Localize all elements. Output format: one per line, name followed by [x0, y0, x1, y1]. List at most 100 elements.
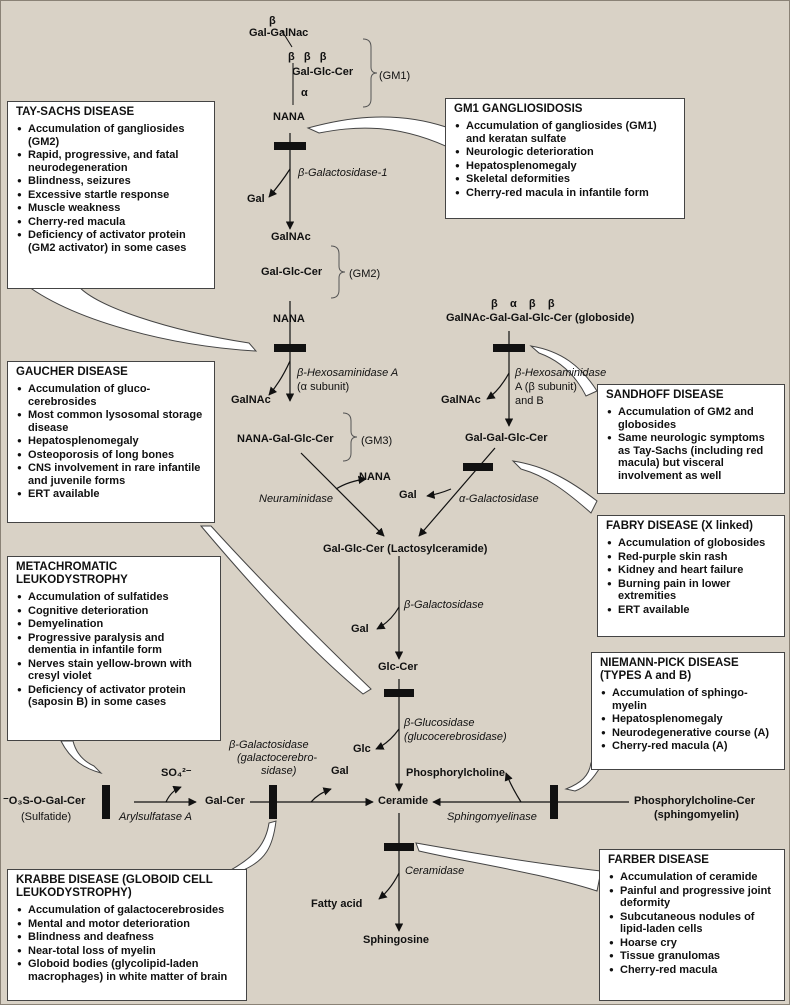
gal-gal-glc-cer: Gal-Gal-Glc-Cer	[465, 432, 548, 444]
farber-title: FARBER DISEASE	[608, 854, 709, 866]
farber-item: Tissue granulomas	[609, 950, 778, 963]
sandhoff-item: Accumulation of GM2 and globosides	[607, 406, 778, 431]
enzyme-hexosaminidase-ab-2: A (β subunit)	[515, 381, 577, 393]
gaucher-item: Hepatosplenomegaly	[17, 435, 208, 448]
callout-pointers	[19, 116, 602, 892]
sphingosine: Sphingosine	[363, 934, 429, 946]
globoside: GalNAc-Gal-Gal-Glc-Cer (globoside)	[446, 312, 635, 324]
phosphorylcholine: Phosphorylcholine	[406, 767, 506, 779]
gm1-betas: β β β	[288, 51, 327, 63]
enzyme-hexosaminidase-ab-3: and B	[515, 395, 544, 407]
gaucher-callout-pointer	[199, 525, 372, 695]
mld-item: Demyelination	[17, 618, 214, 631]
block-bar-farber	[384, 843, 414, 851]
fabry-item: ERT available	[607, 604, 778, 617]
farber-item: Hoarse cry	[609, 937, 778, 950]
gm2-bracket	[330, 245, 346, 299]
block-bar-sandhoff	[493, 344, 525, 352]
enzyme-galactocerebrosidase-1: β-Galactosidase	[229, 739, 309, 751]
gaucher-title: GAUCHER DISEASE	[16, 366, 128, 378]
nana-1: NANA	[273, 111, 305, 123]
niemann-item: Hepatosplenomegaly	[601, 713, 778, 726]
gal-cer: Gal-Cer	[205, 795, 245, 807]
gal-1: Gal	[247, 193, 265, 205]
nana-2: NANA	[273, 313, 305, 325]
enzyme-b-galactosidase-2: β-Galactosidase	[404, 599, 484, 611]
box-gaucher: GAUCHER DISEASE Accumulation of gluco-ce…	[7, 361, 215, 523]
gaucher-item: CNS involvement in rare infantile and ju…	[17, 462, 208, 487]
niemann-item: Neurodegenerative course (A)	[601, 727, 778, 740]
block-bar-gm1	[274, 142, 306, 150]
gal-3: Gal	[351, 623, 369, 635]
block-bars	[102, 142, 558, 851]
galnac-gm2: GalNAc	[271, 231, 311, 243]
mld-item: Progressive paralysis and dementia in in…	[17, 632, 214, 657]
box-sandhoff: SANDHOFF DISEASE Accumulation of GM2 and…	[597, 384, 785, 494]
galnac-3: GalNAc	[441, 394, 481, 406]
tay-sachs-item: Rapid, progressive, and fatal neurodegen…	[17, 149, 208, 174]
krabbe-item: Globoid bodies (glycolipid-laden macroph…	[17, 958, 240, 983]
farber-item: Accumulation of ceramide	[609, 871, 778, 884]
gm1-bracket	[362, 38, 378, 108]
enzyme-hexosaminidase-a-subunit: (α subunit)	[297, 381, 350, 393]
mld-item: Nerves stain yellow-brown with cresyl vi…	[17, 658, 214, 683]
sandhoff-callout-pointer	[529, 345, 598, 397]
krabbe-item: Mental and motor deterioration	[17, 918, 240, 931]
gm3-chain: NANA-Gal-Glc-Cer	[237, 433, 334, 445]
sphingomyelin: (sphingomyelin)	[654, 809, 739, 821]
tay-sachs-item: Excessive startle response	[17, 189, 208, 202]
box-farber: FARBER DISEASE Accumulation of ceramide …	[599, 849, 785, 1001]
enzyme-b-galactosidase-1: β-Galactosidase-1	[298, 167, 388, 179]
sandhoff-item: Same neurologic symptoms as Tay-Sachs (i…	[607, 432, 778, 482]
lactosylceramide: Gal-Glc-Cer (Lactosylceramide)	[323, 543, 488, 555]
mld-callout-pointer	[60, 740, 103, 774]
fabry-item: Accumulation of globosides	[607, 537, 778, 550]
gm2-label: (GM2)	[349, 268, 381, 280]
block-bar-krabbe	[269, 785, 277, 819]
sandhoff-title: SANDHOFF DISEASE	[606, 389, 724, 401]
krabbe-item: Near-total loss of myelin	[17, 945, 240, 958]
fabry-item: Red-purple skin rash	[607, 551, 778, 564]
box-krabbe: KRABBE DISEASE (GLOBOID CELL LEUKODYSTRO…	[7, 869, 247, 1001]
box-gm1-gangliosidosis: GM1 GANGLIOSIDOSIS Accumulation of gangl…	[445, 98, 685, 219]
farber-item: Painful and progressive joint deformity	[609, 885, 778, 910]
gm3-bracket	[342, 412, 358, 462]
block-bar-fabry	[463, 463, 493, 471]
tay-sachs-item: Blindness, seizures	[17, 175, 208, 188]
tay-sachs-item: Muscle weakness	[17, 202, 208, 215]
enzyme-galactocerebrosidase-3: sidase)	[261, 765, 297, 777]
fabry-callout-pointer	[511, 460, 598, 514]
block-bar-niemann	[550, 785, 558, 819]
gm1-item: Cherry-red macula in infantile form	[455, 187, 678, 200]
niemann-callout-pointer	[564, 762, 602, 792]
gm2-chain: Gal-Glc-Cer	[261, 266, 323, 278]
box-fabry: FABRY DISEASE (X linked) Accumulation of…	[597, 515, 785, 637]
gaucher-item: ERT available	[17, 488, 208, 501]
globoside-greek: β α β β	[491, 298, 555, 310]
enzyme-neuraminidase: Neuraminidase	[259, 493, 333, 505]
gm1-item: Neurologic deterioration	[455, 146, 678, 159]
block-bar-taysachs	[274, 344, 306, 352]
sulfatide-chain: ⁻O₃S-O-Gal-Cer	[3, 795, 86, 807]
krabbe-item: Accumulation of galactocerebrosides	[17, 904, 240, 917]
gaucher-item: Most common lysosomal storage disease	[17, 409, 208, 434]
mld-item: Cognitive deterioration	[17, 605, 214, 618]
enzyme-hexosaminidase-a: β-Hexosaminidase A	[297, 367, 399, 379]
fatty-acid: Fatty acid	[311, 898, 363, 910]
taysachs-callout-pointer	[19, 280, 258, 352]
tay-sachs-title: TAY-SACHS DISEASE	[16, 106, 135, 118]
gm3-label: (GM3)	[361, 435, 393, 447]
gaucher-item: Osteoporosis of long bones	[17, 449, 208, 462]
farber-item: Subcutaneous nodules of lipid-laden cell…	[609, 911, 778, 936]
gm1-item: Skeletal deformities	[455, 173, 678, 186]
tay-sachs-item: Accumulation of gangliosides (GM2)	[17, 123, 208, 148]
fabry-item: Kidney and heart failure	[607, 564, 778, 577]
glc-cer: Glc-Cer	[378, 661, 418, 673]
so4: SO₄²⁻	[161, 767, 192, 779]
block-bar-mld	[102, 785, 110, 819]
galnac-2: GalNAc	[231, 394, 271, 406]
mld-item: Deficiency of activator protein (saposin…	[17, 684, 214, 709]
box-metachromatic-leukodystrophy: METACHROMATIC LEUKODYSTROPHY Accumulatio…	[7, 556, 221, 741]
